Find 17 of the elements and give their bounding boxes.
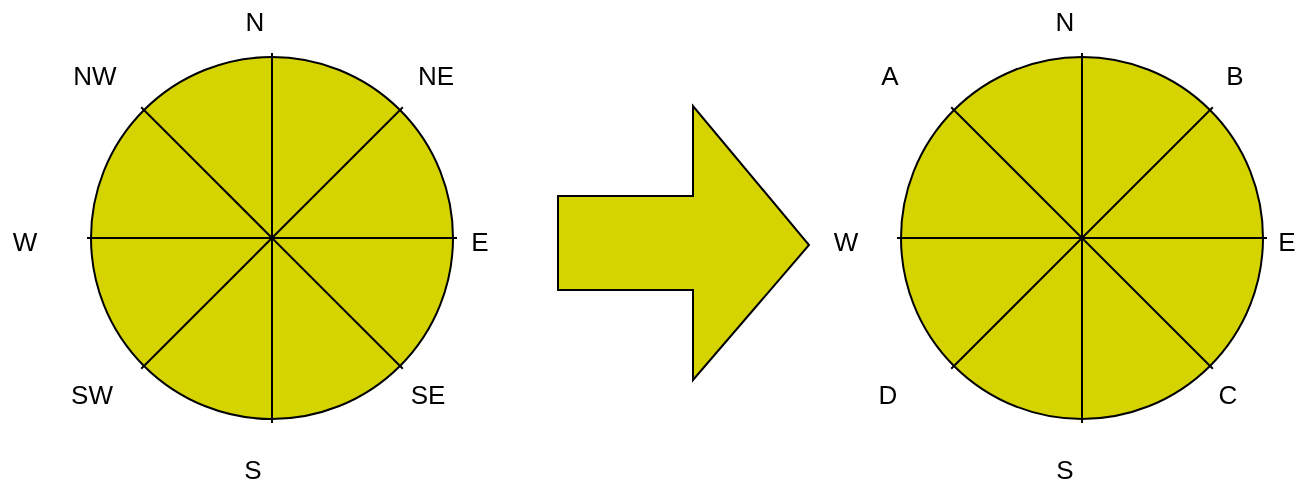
direction-label: S — [244, 455, 262, 485]
direction-label: A — [881, 61, 899, 91]
direction-label: NW — [73, 61, 117, 91]
direction-label: W — [12, 227, 38, 257]
direction-label: W — [833, 227, 859, 257]
direction-label: SW — [71, 380, 113, 410]
direction-label: SE — [410, 380, 446, 410]
direction-label: C — [1218, 380, 1238, 410]
direction-label: E — [1278, 227, 1296, 257]
direction-label: E — [471, 227, 489, 257]
direction-label: NE — [417, 61, 455, 91]
direction-label: N — [1055, 7, 1075, 37]
direction-label: N — [245, 7, 265, 37]
block-arrow — [557, 103, 811, 383]
direction-label: D — [878, 380, 898, 410]
direction-label: S — [1056, 455, 1074, 485]
direction-label: B — [1226, 61, 1244, 91]
